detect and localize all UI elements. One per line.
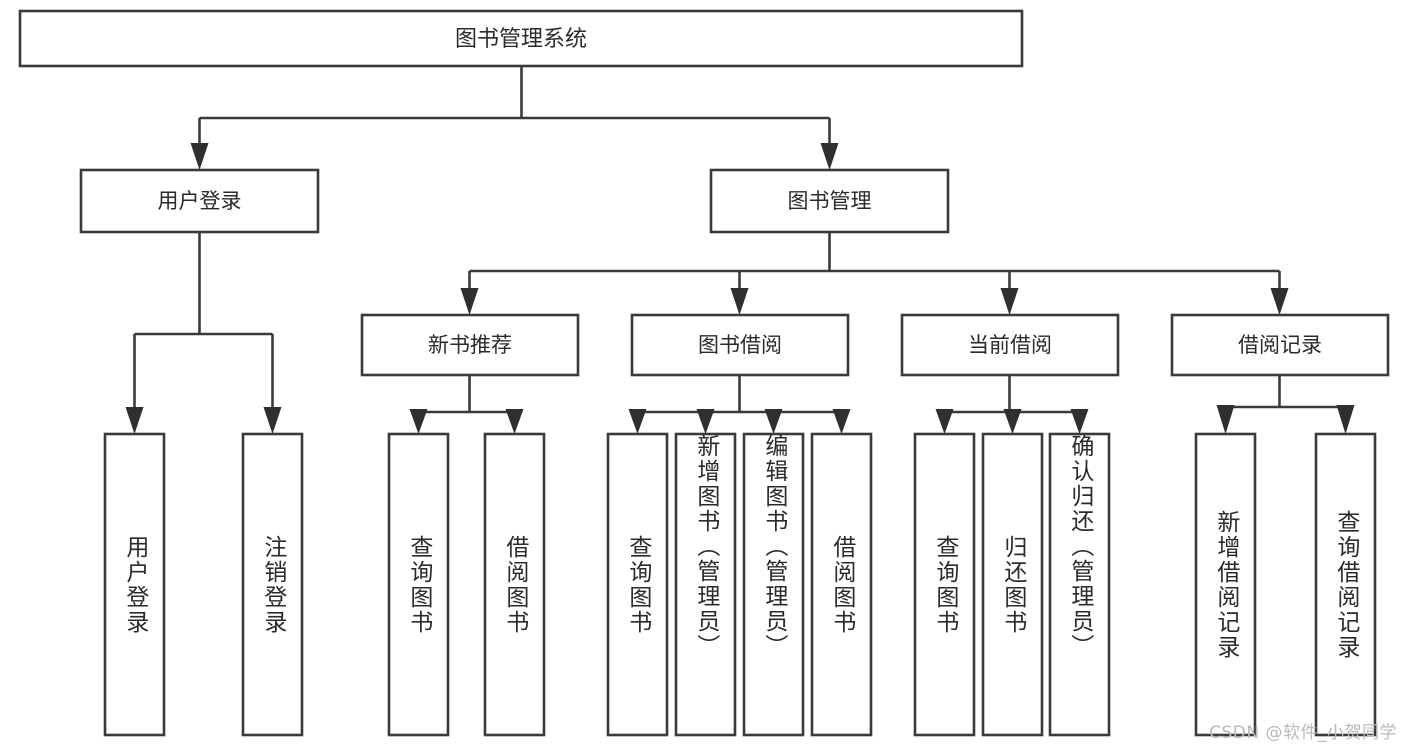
node-new-book-recommend-box[interactable]: [360, 313, 580, 377]
node-new-book-recommend[interactable]: 新书推荐: [360, 313, 580, 377]
node-book-borrow-box[interactable]: [630, 313, 850, 377]
node-root-label: 图书管理系统: [455, 27, 587, 52]
node-new-book-recommend-label: 新书推荐: [428, 333, 512, 357]
arrow-to-leaf-query-record: [1336, 405, 1355, 434]
leaf-box-add-record[interactable]: [1194, 432, 1257, 737]
node-book-borrow-label: 图书借阅: [698, 333, 782, 357]
leaf-box-query-book-1[interactable]: [387, 432, 450, 737]
node-current-borrow[interactable]: 当前借阅: [900, 313, 1120, 377]
node-book-management-label: 图书管理: [788, 189, 872, 213]
leaf-box-user-login[interactable]: [103, 432, 166, 737]
leaf-box-edit-book[interactable]: [742, 432, 805, 737]
node-root[interactable]: 图书管理系统: [18, 9, 1024, 68]
arrow-to-new-book-recommend: [460, 288, 479, 315]
arrow-root-to-book-management: [820, 143, 839, 170]
arrow-to-leaf-borrow-book-2: [832, 409, 851, 434]
leaf-box-borrow-book-1[interactable]: [483, 432, 546, 737]
leaf-box-confirm-return[interactable]: [1048, 432, 1111, 737]
leaf-box-add-book[interactable]: [674, 432, 737, 737]
node-user-login-label: 用户登录: [158, 189, 242, 213]
arrow-to-leaf-confirm-return: [1070, 409, 1089, 434]
node-borrow-record-label: 借阅记录: [1238, 333, 1322, 357]
node-user-login-box[interactable]: [79, 168, 320, 234]
leaf-box-borrow-book-2[interactable]: [810, 432, 873, 737]
arrow-to-leaf-logout-login: [263, 407, 282, 434]
arrow-to-leaf-query-book-2: [628, 409, 647, 434]
leaf-box-query-book-3[interactable]: [913, 432, 976, 737]
arrow-to-leaf-borrow-book-1: [505, 409, 524, 434]
arrow-to-book-borrow: [730, 288, 749, 315]
node-user-login[interactable]: 用户登录: [79, 168, 320, 234]
arrow-to-leaf-query-book-1: [409, 409, 428, 434]
arrow-to-leaf-query-book-3: [935, 409, 954, 434]
arrow-to-leaf-add-book: [696, 409, 715, 434]
arrow-to-leaf-add-record: [1216, 405, 1235, 434]
node-current-borrow-box[interactable]: [900, 313, 1120, 377]
node-current-borrow-label: 当前借阅: [968, 333, 1052, 357]
arrow-to-current-borrow: [1000, 288, 1019, 315]
leaf-box-query-book-2[interactable]: [606, 432, 669, 737]
node-borrow-record[interactable]: 借阅记录: [1170, 313, 1390, 377]
arrow-to-leaf-return-book: [1003, 409, 1022, 434]
node-book-borrow[interactable]: 图书借阅: [630, 313, 850, 377]
arrow-root-to-user-login: [190, 143, 209, 170]
arrow-to-leaf-user-login: [125, 407, 144, 434]
arrow-to-borrow-record: [1270, 288, 1289, 315]
leaf-box-logout-login[interactable]: [241, 432, 304, 737]
node-book-management[interactable]: 图书管理: [709, 168, 950, 234]
leaf-box-layer: [103, 432, 1377, 737]
connector-layer: [125, 66, 1355, 434]
watermark-text: CSDN @软件_小贺同学: [1209, 723, 1397, 743]
node-root-box[interactable]: [18, 9, 1024, 68]
arrow-to-leaf-edit-book: [764, 409, 783, 434]
node-borrow-record-box[interactable]: [1170, 313, 1390, 377]
node-book-management-box[interactable]: [709, 168, 950, 234]
leaf-box-return-book[interactable]: [981, 432, 1044, 737]
leaf-box-query-record[interactable]: [1314, 432, 1377, 737]
